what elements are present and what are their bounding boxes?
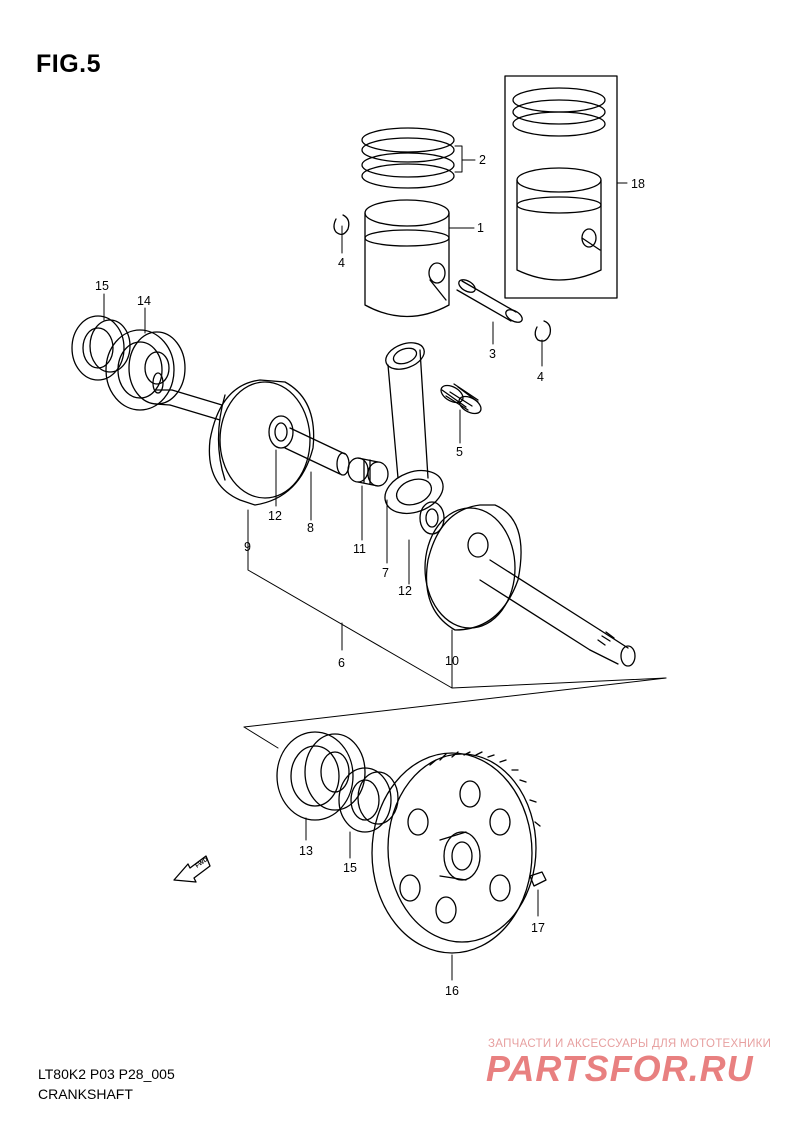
part-15-oil-seal-right[interactable] — [338, 767, 399, 833]
part-12-washer-left[interactable] — [268, 415, 294, 449]
part-11-big-end-bearing[interactable] — [347, 457, 389, 487]
callout-9: 9 — [244, 540, 251, 554]
part-5-small-end-bearing[interactable] — [438, 382, 484, 417]
leader-lines — [103, 145, 628, 981]
part-1-piston[interactable] — [364, 199, 450, 318]
part-7-connecting-rod[interactable] — [379, 338, 449, 521]
callout-16: 16 — [445, 984, 459, 998]
part-16-gear[interactable] — [371, 751, 541, 954]
callout-15-right: 15 — [343, 861, 357, 875]
part-3-piston-pin[interactable] — [456, 277, 525, 325]
part-10-right-crank-half[interactable] — [424, 504, 636, 667]
part-13-bearing-right[interactable] — [276, 731, 366, 821]
part-12-washer-right[interactable] — [419, 501, 445, 535]
callout-13: 13 — [299, 844, 313, 858]
callout-14: 14 — [137, 294, 151, 308]
callout-1: 1 — [477, 221, 484, 235]
callout-4-right: 4 — [537, 370, 544, 384]
part-9-left-crank-half[interactable] — [152, 372, 315, 506]
model-code: LT80K2 P03 P28_005 — [38, 1066, 175, 1082]
callout-numbers: 1 2 3 4 4 5 6 7 8 9 10 11 12 12 13 14 15… — [95, 153, 645, 998]
callout-15-left: 15 — [95, 279, 109, 293]
callout-4-left: 4 — [338, 256, 345, 270]
watermark-tagline: ЗАПЧАСТИ И АКСЕССУАРЫ ДЛЯ МОТОТЕХНИКИ — [488, 1038, 772, 1050]
figure-title: FIG.5 — [36, 50, 102, 78]
part-4-circlip-left[interactable] — [333, 214, 350, 236]
callout-6: 6 — [338, 656, 345, 670]
part-18-piston-kit[interactable] — [504, 75, 618, 299]
callout-7: 7 — [382, 566, 389, 580]
callout-18: 18 — [631, 177, 645, 191]
watermark-logo: PARTSFOR.RU — [486, 1048, 754, 1089]
callout-2: 2 — [479, 153, 486, 167]
callout-3: 3 — [489, 347, 496, 361]
callout-10: 10 — [445, 654, 459, 668]
part-2-piston-rings[interactable] — [361, 127, 455, 189]
callout-12-left: 12 — [268, 509, 282, 523]
callout-17: 17 — [531, 921, 545, 935]
part-15-oil-seal-left[interactable] — [71, 315, 131, 381]
part-4-circlip-right[interactable] — [534, 320, 552, 342]
callout-11: 11 — [353, 542, 366, 556]
part-17-key[interactable] — [529, 871, 547, 887]
callout-8: 8 — [307, 521, 314, 535]
section-name: CRANKSHAFT — [38, 1086, 133, 1102]
part-8-crank-pin[interactable] — [284, 427, 350, 476]
assembly-bracket-lines — [243, 509, 667, 749]
callout-12-right: 12 — [398, 584, 412, 598]
callout-5: 5 — [456, 445, 463, 459]
fwd-direction-arrow: FWD — [173, 855, 211, 883]
